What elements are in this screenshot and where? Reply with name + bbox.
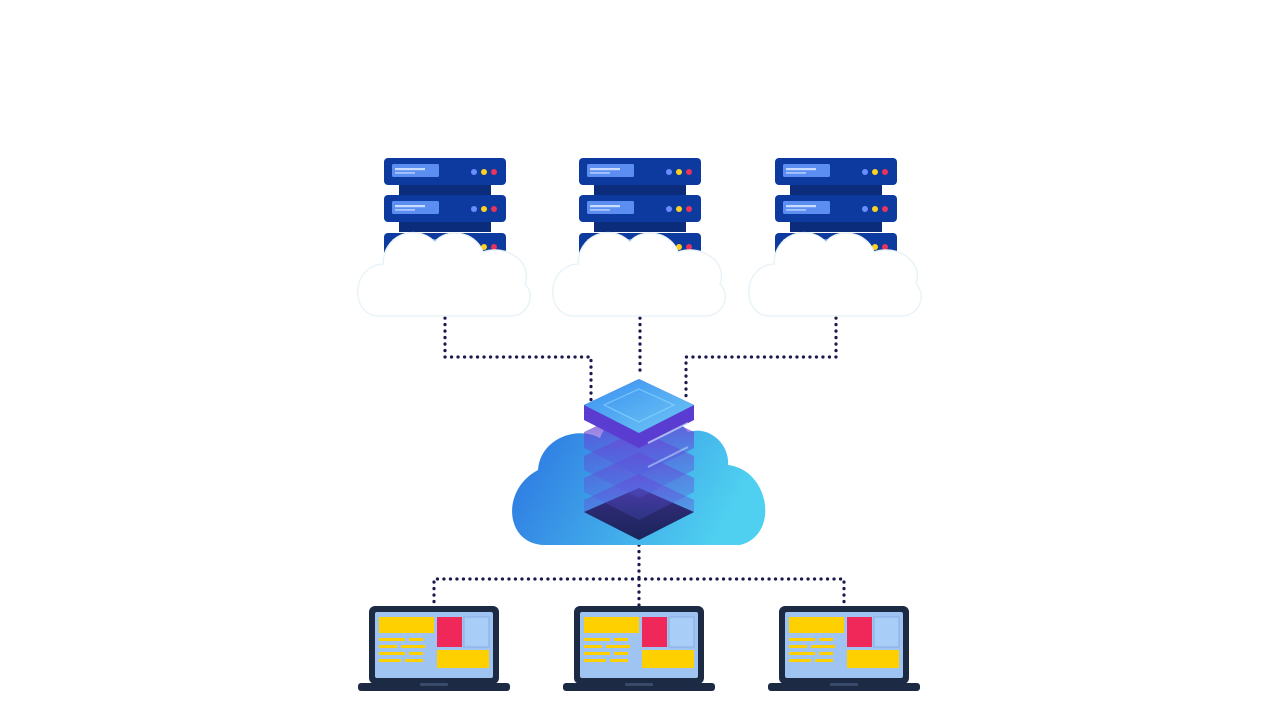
edge-hub-client-3 bbox=[637, 577, 846, 609]
hub-node bbox=[512, 379, 766, 545]
screen-content bbox=[789, 616, 900, 668]
screen-content bbox=[379, 616, 490, 668]
screen-content bbox=[584, 616, 695, 668]
origin-node-1 bbox=[357, 158, 531, 317]
edge-origin-3-hub bbox=[684, 316, 838, 402]
client-node-1 bbox=[358, 606, 510, 691]
client-node-3 bbox=[768, 606, 920, 691]
white-cloud-icon bbox=[552, 231, 726, 317]
client-laptops bbox=[358, 606, 920, 691]
origin-node-3 bbox=[748, 158, 922, 317]
laptop-icon bbox=[768, 606, 920, 691]
edge-hub-client-1 bbox=[432, 577, 641, 609]
white-cloud-icon bbox=[357, 231, 531, 317]
connectors bbox=[432, 316, 846, 609]
cloud-server-stack-icon bbox=[584, 379, 694, 540]
laptop-icon bbox=[358, 606, 510, 691]
white-cloud-icon bbox=[748, 231, 922, 317]
origin-node-2 bbox=[552, 158, 726, 317]
edge-origin-1-hub bbox=[443, 316, 593, 402]
client-node-2 bbox=[563, 606, 715, 691]
laptop-icon bbox=[563, 606, 715, 691]
origin-servers bbox=[357, 158, 922, 317]
